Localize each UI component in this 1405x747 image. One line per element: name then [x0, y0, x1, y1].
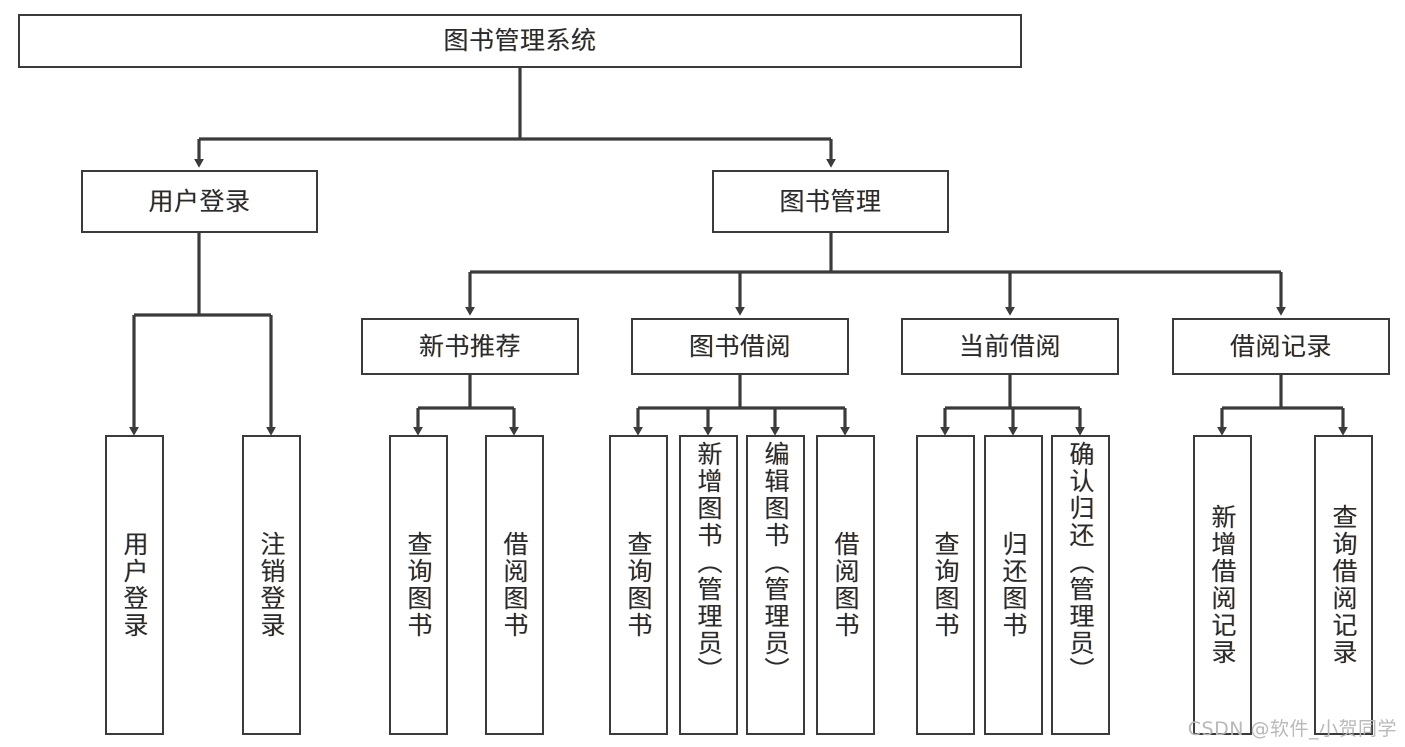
node-leaf-return-book-label: 归还图书	[999, 531, 1028, 639]
node-leaf-query-book-1[interactable]: 查询图书	[389, 435, 448, 735]
node-leaf-borrow-book-1[interactable]: 借阅图书	[485, 435, 544, 735]
watermark-text: CSDN @软件_小贺同学	[1187, 718, 1397, 740]
node-leaf-query-book-1-label: 查询图书	[404, 531, 433, 639]
node-leaf-edit-book[interactable]: 编辑图书（管理员）	[746, 435, 805, 735]
node-leaf-borrow-book-2-label: 借阅图书	[831, 531, 860, 639]
node-book-manage[interactable]: 图书管理	[712, 170, 949, 233]
node-book-borrow[interactable]: 图书借阅	[631, 318, 849, 375]
node-leaf-user-logout-label: 注销登录	[257, 531, 286, 639]
node-leaf-query-book-2[interactable]: 查询图书	[609, 435, 668, 735]
node-leaf-borrow-book-1-label: 借阅图书	[500, 531, 529, 639]
node-user-login-label: 用户登录	[148, 186, 251, 216]
node-leaf-query-book-2-label: 查询图书	[624, 531, 653, 639]
node-leaf-borrow-book-2[interactable]: 借阅图书	[816, 435, 875, 735]
node-leaf-user-login[interactable]: 用户登录	[105, 435, 164, 735]
node-root-label: 图书管理系统	[443, 26, 597, 56]
node-leaf-add-record[interactable]: 新增借阅记录	[1193, 435, 1252, 735]
node-leaf-edit-book-label: 编辑图书（管理员）	[761, 441, 790, 684]
node-leaf-add-record-label: 新增借阅记录	[1208, 504, 1237, 666]
node-leaf-query-record[interactable]: 查询借阅记录	[1314, 435, 1373, 735]
node-leaf-query-book-3[interactable]: 查询图书	[916, 435, 975, 735]
node-book-manage-label: 图书管理	[779, 186, 882, 216]
node-leaf-user-logout[interactable]: 注销登录	[242, 435, 301, 735]
node-new-book-recommend-label: 新书推荐	[418, 331, 521, 361]
node-leaf-confirm-return[interactable]: 确认归还（管理员）	[1051, 435, 1110, 735]
node-leaf-user-login-label: 用户登录	[120, 531, 149, 639]
node-current-borrow-label: 当前借阅	[958, 331, 1061, 361]
node-current-borrow[interactable]: 当前借阅	[901, 318, 1119, 375]
node-borrow-record[interactable]: 借阅记录	[1172, 318, 1390, 375]
node-user-login[interactable]: 用户登录	[81, 170, 318, 233]
node-root[interactable]: 图书管理系统	[18, 14, 1022, 68]
node-book-borrow-label: 图书借阅	[688, 331, 791, 361]
node-leaf-query-record-label: 查询借阅记录	[1329, 504, 1358, 666]
node-leaf-confirm-return-label: 确认归还（管理员）	[1066, 441, 1095, 684]
node-leaf-return-book[interactable]: 归还图书	[984, 435, 1043, 735]
node-leaf-add-book[interactable]: 新增图书（管理员）	[679, 435, 738, 735]
node-leaf-add-book-label: 新增图书（管理员）	[694, 441, 723, 684]
node-leaf-query-book-3-label: 查询图书	[931, 531, 960, 639]
node-new-book-recommend[interactable]: 新书推荐	[361, 318, 579, 375]
node-borrow-record-label: 借阅记录	[1229, 331, 1332, 361]
